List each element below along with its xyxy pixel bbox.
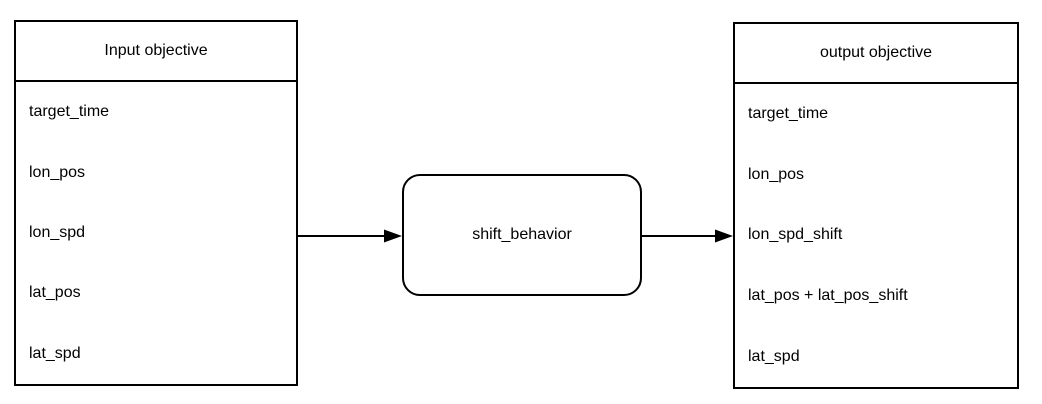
input-objective-node: Input objective target_time lon_pos lon_…: [14, 20, 298, 386]
input-field-lon-spd: lon_spd: [29, 224, 86, 242]
output-objective-title: output objective: [735, 24, 1017, 84]
input-field-lat-spd: lat_spd: [29, 344, 81, 362]
output-objective-fields: target_time lon_pos lon_spd_shift lat_po…: [735, 84, 1017, 387]
input-objective-fields: target_time lon_pos lon_spd lat_pos lat_…: [16, 82, 296, 384]
output-field-target-time: target_time: [748, 105, 829, 123]
input-field-lat-pos: lat_pos: [29, 284, 81, 302]
shift-behavior-node: shift_behavior: [402, 174, 642, 296]
arrow-input-to-process: [298, 229, 402, 243]
input-field-target-time: target_time: [29, 103, 110, 121]
output-field-lon-pos: lon_pos: [748, 165, 805, 183]
input-field-lon-pos: lon_pos: [29, 163, 86, 181]
output-field-lat-spd: lat_spd: [748, 347, 800, 365]
arrow-process-to-output: [642, 229, 733, 243]
output-field-lat-pos-plus-shift: lat_pos + lat_pos_shift: [748, 287, 908, 305]
output-field-lon-spd-shift: lon_spd_shift: [748, 226, 843, 244]
shift-behavior-label: shift_behavior: [472, 226, 572, 243]
output-objective-node: output objective target_time lon_pos lon…: [733, 22, 1019, 389]
input-objective-title: Input objective: [16, 22, 296, 82]
